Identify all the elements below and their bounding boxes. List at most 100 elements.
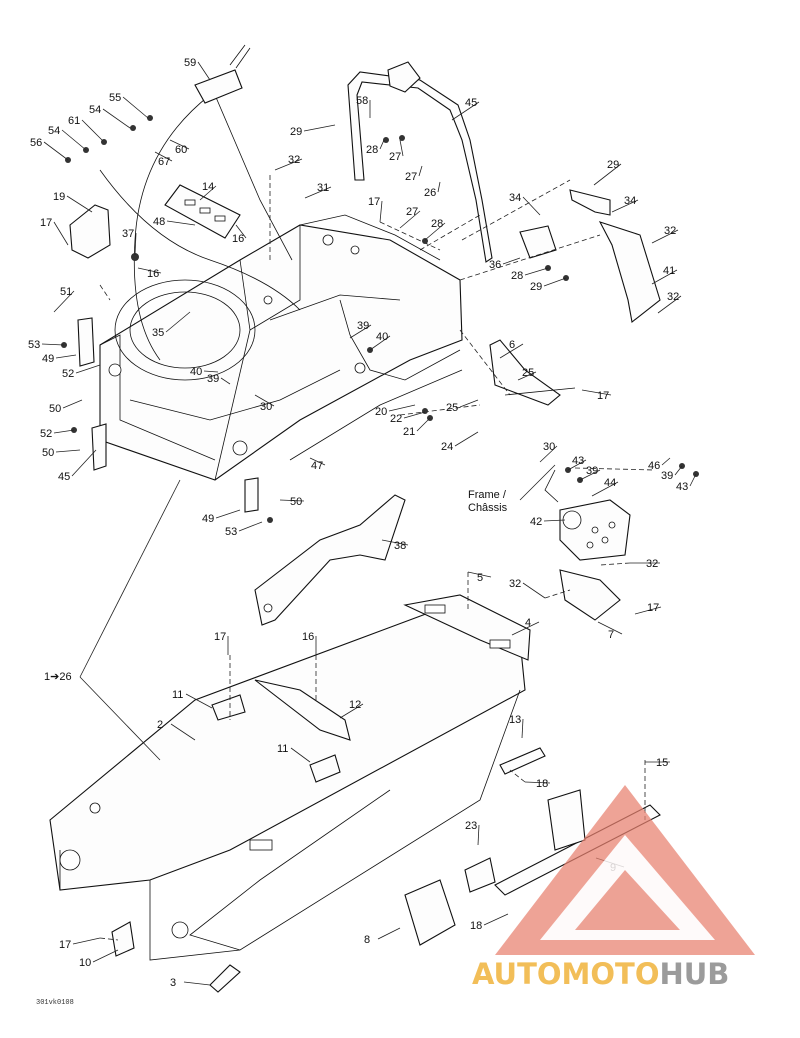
callout-number: 29 (290, 126, 302, 138)
callout-number: 49 (202, 513, 214, 525)
callout-leader (511, 621, 540, 636)
callout-number: 34 (509, 192, 521, 204)
callout-leader (517, 371, 537, 381)
callout-number: 26 (424, 187, 436, 199)
callout-number: 13 (509, 714, 521, 726)
callout-c11b: 11 (277, 743, 311, 763)
callout-number: 17 (647, 602, 659, 614)
callout-c17c: 17 (581, 389, 612, 402)
callout-leader (71, 449, 97, 477)
callout-leader (92, 949, 119, 963)
watermark-triangle-core (575, 870, 680, 930)
main-chassis-frame (99, 214, 463, 481)
callout-leader (418, 165, 423, 177)
callout-c40a: 40 (369, 331, 391, 351)
callout-c35: 35 (152, 311, 191, 339)
callout-leader (183, 981, 211, 986)
callout-leader (55, 449, 81, 453)
callout-leader (309, 457, 326, 466)
callout-number: 27 (389, 151, 401, 163)
callout-number: 52 (40, 428, 52, 440)
callout-leader (170, 723, 196, 741)
callout-leader (381, 539, 409, 546)
callout-number: 59 (184, 57, 196, 69)
callout-c18a: 18 (524, 778, 551, 790)
callout-leader (399, 139, 404, 157)
callout-leader (203, 370, 219, 373)
bracket-left-upper (69, 204, 111, 259)
callout-c17d: 17 (634, 602, 662, 615)
callout-number: 50 (49, 403, 61, 415)
callout-c17a: 17 (40, 217, 69, 246)
watermark-brand: AUTOMOTOHUB (472, 957, 729, 991)
callout-c29b: 29 (593, 159, 622, 186)
callout-number: 45 (465, 97, 477, 109)
watermark-brand-part2: HUB (659, 957, 729, 991)
callout-number: 43 (572, 455, 584, 467)
callout-leader (137, 267, 162, 274)
callout-c18b: 18 (470, 913, 509, 932)
callout-leader (467, 571, 492, 578)
callout-c16b: 16 (137, 267, 162, 280)
callout-leader (185, 693, 213, 709)
callout-leader (43, 141, 69, 161)
callout-c3: 3 (170, 977, 211, 989)
callout-leader (483, 913, 509, 926)
callout-number: 50 (42, 447, 54, 459)
callout-leader (611, 199, 639, 213)
callout-c4: 4 (511, 617, 540, 636)
callout-leader (377, 927, 401, 940)
callout-c32d: 32 (630, 558, 660, 570)
callout-number: 58 (356, 95, 368, 107)
callout-c19: 19 (53, 191, 93, 213)
callout-leader (154, 151, 173, 162)
callout-leader (437, 181, 441, 193)
callout-leader (61, 129, 87, 151)
callout-leader (579, 469, 601, 481)
callout-leader (165, 311, 191, 333)
callout-c37: 37 (122, 228, 137, 256)
callout-c39d: 39 (661, 465, 683, 482)
callout-leader (199, 185, 217, 201)
callout-number: 39 (661, 470, 673, 482)
callout-leader (66, 195, 93, 213)
callout-number: 32 (646, 558, 658, 570)
callout-c60: 60 (169, 139, 190, 156)
callout-leader (522, 196, 541, 216)
callout-c59: 59 (184, 57, 211, 81)
callout-leader (304, 186, 332, 199)
callout-leader (454, 431, 479, 447)
callout-leader (593, 163, 622, 186)
callout-leader (102, 108, 131, 129)
callout-number: 22 (390, 413, 402, 425)
callout-c49b: 49 (202, 509, 241, 525)
callout-number: 52 (62, 368, 74, 380)
callout-c58: 58 (356, 95, 371, 118)
callout-number: 32 (667, 291, 679, 303)
callout-c43b: 43 (676, 473, 697, 493)
callout-c32c: 32 (657, 291, 682, 314)
callout-c45b: 45 (58, 449, 97, 483)
callout-c41: 41 (651, 265, 678, 285)
callout-c25b: 25 (446, 399, 479, 414)
callout-number: 54 (48, 125, 60, 137)
callout-c56: 56 (30, 137, 69, 161)
callout-leader (399, 210, 421, 229)
callout-number: 18 (536, 778, 548, 790)
callout-number: 44 (604, 477, 616, 489)
callout-c27b: 27 (405, 165, 423, 183)
callout-c29c: 29 (530, 277, 567, 293)
callout-leader (524, 267, 549, 276)
callout-leader (235, 224, 247, 239)
callout-number: 29 (607, 159, 619, 171)
callout-number: 25 (522, 367, 534, 379)
callout-c17f: 17 (59, 937, 101, 951)
callout-c32a: 32 (274, 154, 303, 171)
watermark-brand-part1: AUTOMOTO (472, 957, 659, 991)
callout-number: 20 (375, 406, 387, 418)
callout-number: 46 (648, 460, 660, 472)
callout-c28a: 28 (366, 139, 385, 156)
callout-number: 17 (40, 217, 52, 229)
callout-number: 27 (405, 171, 417, 183)
